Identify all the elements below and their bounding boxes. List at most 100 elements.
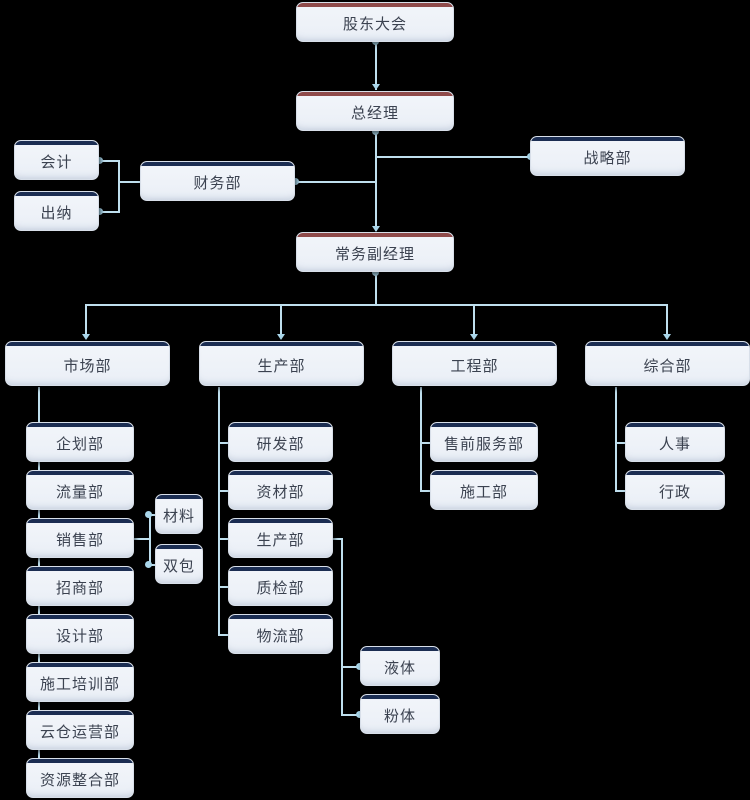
connector-production-spine (218, 387, 220, 635)
node-shareholders-meeting[interactable]: 股东大会 (296, 2, 454, 42)
node-production-dept[interactable]: 生产部 (199, 341, 364, 386)
node-label: 销售部 (55, 532, 104, 549)
node-label: 施工培训部 (39, 676, 120, 693)
node-engineering-dept[interactable]: 工程部 (392, 341, 557, 386)
connector-to-comprehensive (666, 304, 668, 338)
connector-deputy-down (375, 272, 377, 304)
node-powder[interactable]: 粉体 (360, 694, 440, 734)
node-label: 市场部 (63, 357, 112, 375)
node-traffic-dept[interactable]: 流量部 (26, 470, 134, 510)
node-construction-dept[interactable]: 施工部 (430, 470, 538, 510)
connector-arrow (372, 84, 380, 90)
node-liquid[interactable]: 液体 (360, 646, 440, 686)
node-admin[interactable]: 行政 (625, 470, 725, 510)
node-label: 招商部 (55, 580, 104, 597)
node-investment-dept[interactable]: 招商部 (26, 566, 134, 606)
node-materials-dept[interactable]: 资材部 (228, 470, 333, 510)
node-construction-training-dept[interactable]: 施工培训部 (26, 662, 134, 702)
connector-arrow (470, 334, 478, 340)
node-logistics-dept[interactable]: 物流部 (228, 614, 333, 654)
node-general-manager[interactable]: 总经理 (296, 91, 454, 131)
node-label: 企划部 (55, 436, 104, 453)
node-label: 设计部 (55, 628, 104, 645)
node-label: 研发部 (256, 436, 305, 453)
connector-arrow (372, 226, 380, 232)
connector-prodsub-to-liquid (341, 666, 360, 668)
connector-sales-spine (149, 514, 151, 566)
node-accounting[interactable]: 会计 (14, 140, 99, 180)
connector-dot (372, 269, 379, 276)
node-label: 流量部 (55, 484, 104, 501)
connector-engineering-spine (420, 387, 422, 491)
node-label: 液体 (383, 660, 416, 677)
node-presales-service-dept[interactable]: 售前服务部 (430, 422, 538, 462)
connector-prodsub-to-powder (341, 714, 360, 716)
connector-trunk-to-strategy (375, 156, 530, 158)
connector-deputy-bus (85, 304, 666, 306)
node-label: 材料 (162, 508, 195, 525)
node-label: 股东大会 (342, 16, 407, 33)
node-finance-dept[interactable]: 财务部 (140, 161, 295, 201)
node-production-sub-dept[interactable]: 生产部 (228, 518, 333, 558)
connector-arrow (277, 334, 285, 340)
connector-finance-spine (118, 160, 120, 213)
node-double-package[interactable]: 双包 (155, 544, 203, 584)
node-label: 施工部 (459, 484, 508, 501)
connector-dot (145, 561, 152, 568)
connector-comprehensive-spine (615, 387, 617, 491)
connector-prodsub-spine (341, 538, 343, 714)
connector-dot (145, 511, 152, 518)
connector-dot (96, 208, 103, 215)
node-label: 资源整合部 (39, 772, 120, 789)
node-label: 行政 (658, 484, 691, 501)
connector-to-production (280, 304, 282, 338)
node-label: 工程部 (450, 357, 499, 375)
node-label: 资材部 (256, 484, 305, 501)
node-label: 人事 (658, 436, 691, 453)
connector-sales-stem (133, 538, 151, 540)
connector-dot (292, 178, 299, 185)
connector-arrow (663, 334, 671, 340)
connector-finance-stem (118, 181, 143, 183)
connector-to-engineering (473, 304, 475, 338)
node-planning-dept[interactable]: 企划部 (26, 422, 134, 462)
node-executive-deputy-manager[interactable]: 常务副经理 (296, 232, 454, 272)
node-strategy-dept[interactable]: 战略部 (530, 136, 685, 176)
node-rd-dept[interactable]: 研发部 (228, 422, 333, 462)
node-cashier[interactable]: 出纳 (14, 191, 99, 231)
node-hr[interactable]: 人事 (625, 422, 725, 462)
connector-arrow (82, 334, 90, 340)
connector-finance-to-accounting (100, 160, 120, 162)
node-label: 总经理 (350, 105, 399, 122)
connector-dot (356, 663, 363, 670)
node-label: 战略部 (583, 150, 632, 167)
connector-dot (96, 157, 103, 164)
node-label: 生产部 (256, 532, 305, 549)
connector-finance-to-cashier (100, 211, 120, 213)
node-market-dept[interactable]: 市场部 (5, 341, 170, 386)
connector-gm-trunk (375, 131, 377, 231)
node-label: 常务副经理 (334, 246, 415, 263)
node-cloud-warehouse-dept[interactable]: 云仓运营部 (26, 710, 134, 750)
node-label: 云仓运营部 (39, 724, 120, 741)
node-label: 财务部 (193, 175, 242, 192)
node-label: 双包 (162, 558, 195, 575)
connector-to-market (85, 304, 87, 338)
node-material[interactable]: 材料 (155, 494, 203, 534)
node-comprehensive-dept[interactable]: 综合部 (585, 341, 750, 386)
node-label: 会计 (40, 154, 73, 171)
connector-dot (372, 128, 379, 135)
connector-trunk-to-finance (295, 181, 376, 183)
node-label: 生产部 (257, 357, 306, 375)
connector-shareholders-to-gm (375, 41, 377, 90)
node-design-dept[interactable]: 设计部 (26, 614, 134, 654)
node-label: 售前服务部 (443, 436, 524, 453)
node-sales-dept[interactable]: 销售部 (26, 518, 134, 558)
node-resource-integration-dept[interactable]: 资源整合部 (26, 758, 134, 798)
node-label: 质检部 (256, 580, 305, 597)
node-label: 粉体 (383, 708, 416, 725)
connector-prodsub-stem (333, 538, 343, 540)
node-label: 综合部 (643, 357, 692, 375)
node-quality-dept[interactable]: 质检部 (228, 566, 333, 606)
